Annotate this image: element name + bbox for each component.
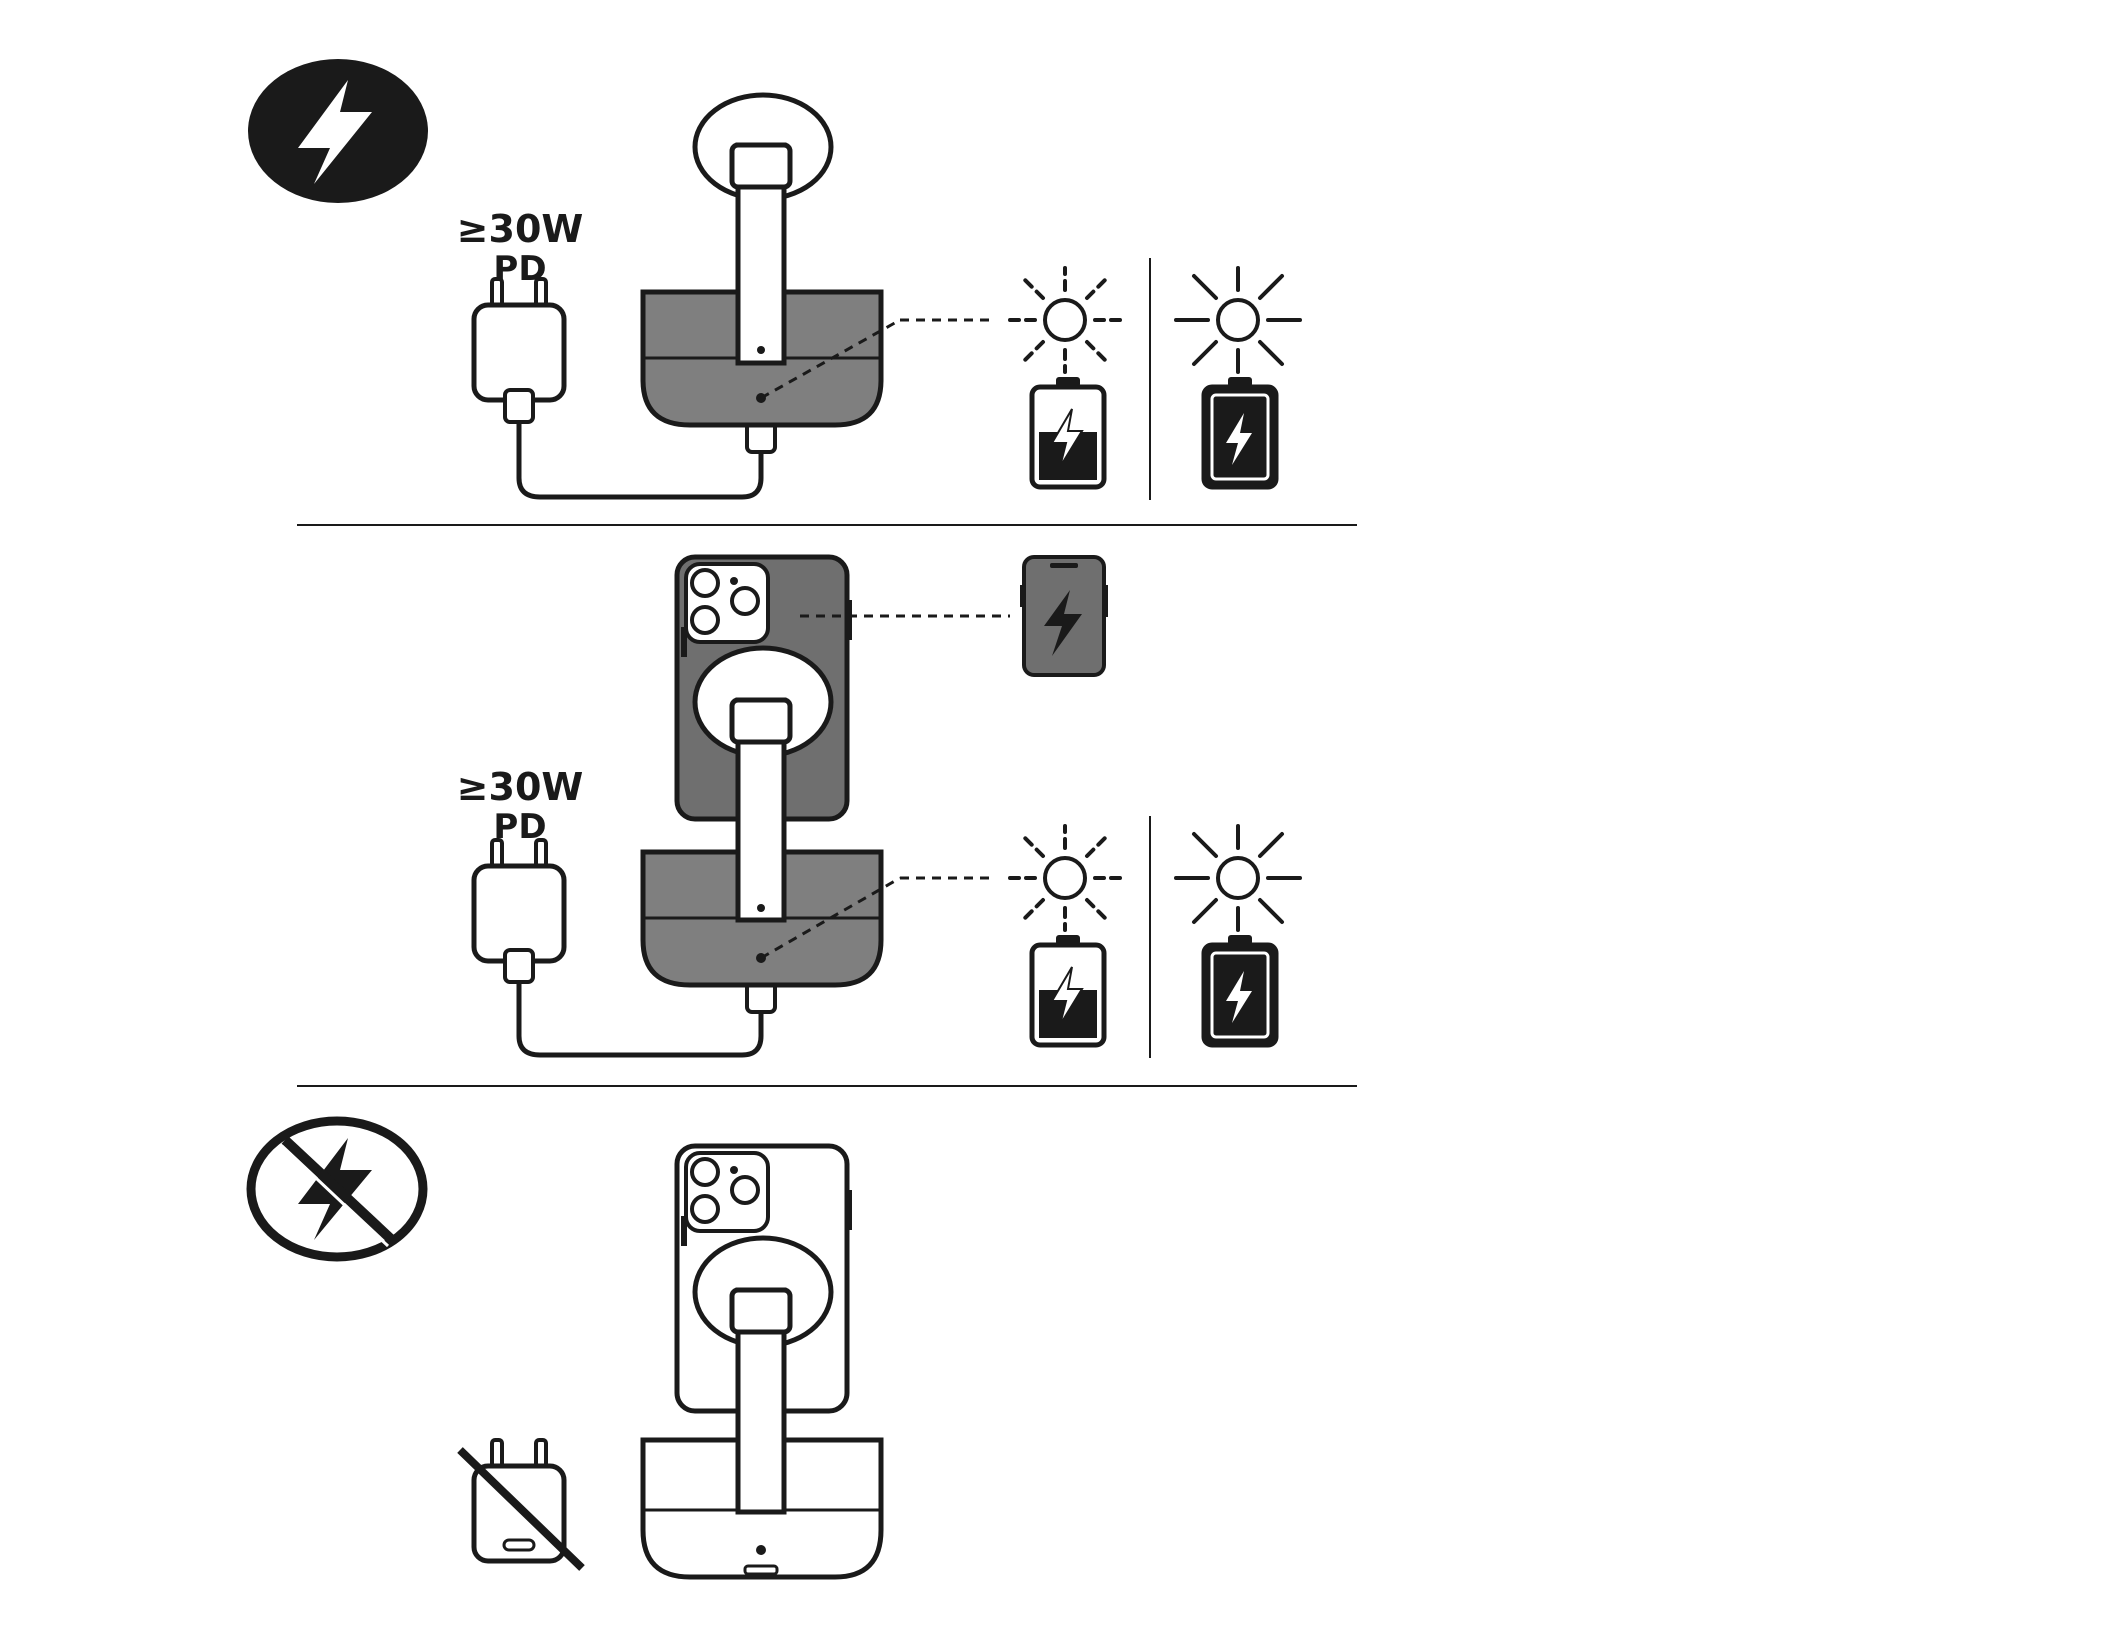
no-charging-icon	[251, 1121, 423, 1257]
section-charging-stand-only: ≥30W PD	[248, 59, 1300, 500]
power-requirement-line1: ≥30W	[457, 765, 584, 809]
power-requirement-line1: ≥30W	[457, 207, 584, 251]
phone-charging-icon	[1020, 557, 1108, 675]
battery-full-led-solid	[1176, 826, 1300, 1045]
section-not-charging	[251, 1121, 881, 1577]
battery-full-led-solid	[1176, 268, 1300, 487]
battery-charging-led-blinking	[1003, 268, 1127, 487]
battery-charging-led-blinking	[1003, 826, 1127, 1045]
adapter-not-connected	[460, 1440, 582, 1568]
section-charging-with-phone: ≥30W PD	[457, 557, 1300, 1058]
power-adapter-icon	[474, 279, 564, 400]
power-adapter-icon	[474, 840, 564, 961]
charging-stand	[643, 95, 881, 425]
charging-bolt-icon	[248, 59, 428, 203]
